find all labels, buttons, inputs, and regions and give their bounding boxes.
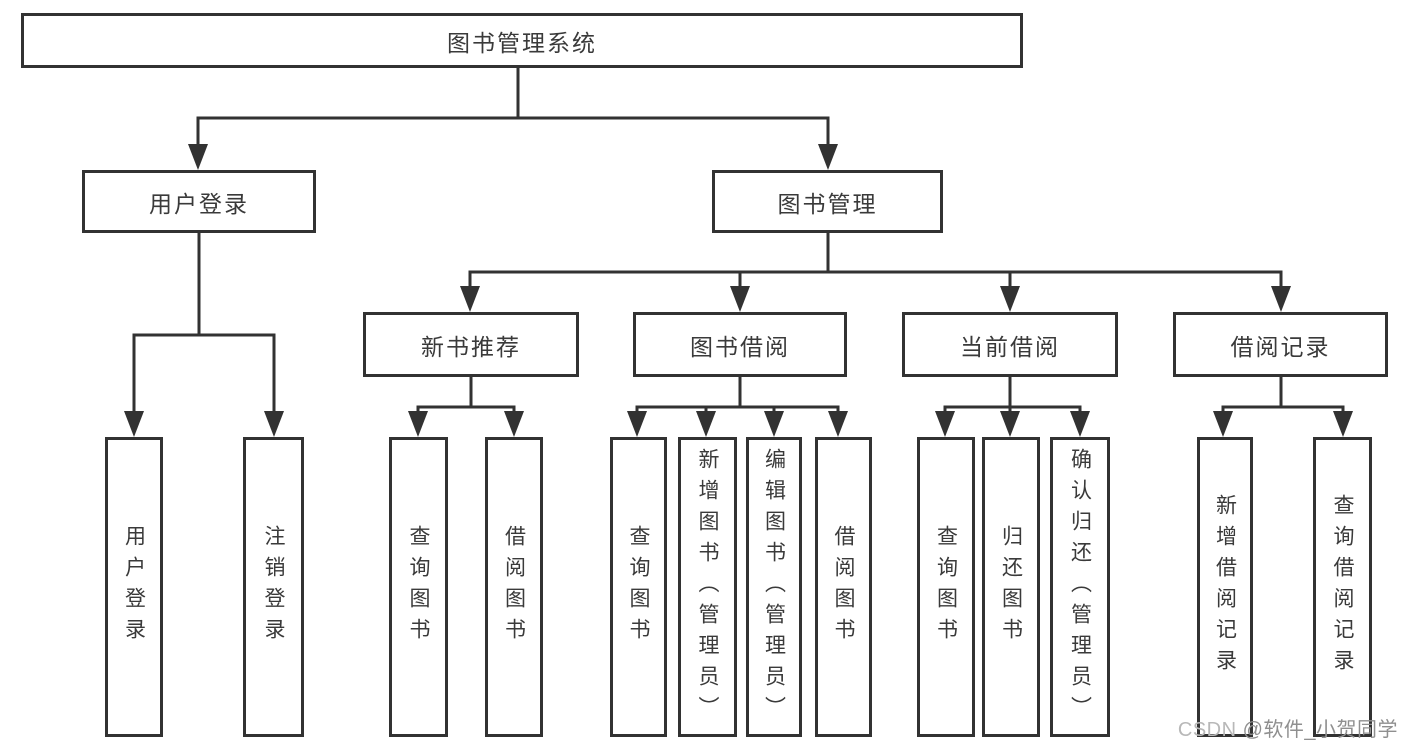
node-borrow-records-label: 借阅记录 <box>1230 333 1331 360</box>
leaf-query-books-current-label: 查询图书 <box>934 525 958 649</box>
watermark-author: @软件_小贺同学 <box>1242 719 1398 741</box>
leaf-user-login: 用户登录 <box>105 437 163 737</box>
leaf-query-books-recommend-label: 查询图书 <box>407 525 430 649</box>
watermark-site: CSDN <box>1177 719 1237 741</box>
watermark: CSDN@软件_小贺同学 <box>1178 713 1398 742</box>
node-current-borrow-label: 当前借阅 <box>960 333 1060 360</box>
branch-root <box>188 68 838 170</box>
leaf-edit-book-admin: 编辑图书（管理员） <box>746 437 802 737</box>
leaf-edit-book-admin-label: 编辑图书（管理员） <box>762 447 786 727</box>
node-current-borrow: 当前借阅 <box>902 312 1118 377</box>
branch-borrow-records <box>1213 377 1353 437</box>
leaf-return-book: 归还图书 <box>982 437 1040 737</box>
leaf-return-book-label: 归还图书 <box>999 525 1023 649</box>
node-root-system: 图书管理系统 <box>21 13 1023 68</box>
leaf-query-books-recommend: 查询图书 <box>389 437 448 737</box>
node-user-login-label: 用户登录 <box>149 190 249 217</box>
node-book-borrow-label: 图书借阅 <box>690 333 790 360</box>
leaf-confirm-return-admin-label: 确认归还（管理员） <box>1068 447 1092 727</box>
branch-new-book-recommend <box>408 377 524 437</box>
node-user-login: 用户登录 <box>82 170 316 233</box>
node-new-book-recommend-label: 新书推荐 <box>421 333 521 360</box>
leaf-add-borrow-record-label: 新增借阅记录 <box>1213 494 1237 680</box>
leaf-query-books-current: 查询图书 <box>917 437 975 737</box>
leaf-add-borrow-record: 新增借阅记录 <box>1197 437 1253 737</box>
leaf-borrow-books-recommend: 借阅图书 <box>485 437 543 737</box>
leaf-query-books-borrow-label: 查询图书 <box>627 525 650 649</box>
node-book-borrow: 图书借阅 <box>633 312 847 377</box>
leaf-query-books-borrow: 查询图书 <box>610 437 667 737</box>
leaf-confirm-return-admin: 确认归还（管理员） <box>1050 437 1110 737</box>
leaf-add-book-admin: 新增图书（管理员） <box>678 437 737 737</box>
node-book-management: 图书管理 <box>712 170 943 233</box>
node-book-management-label: 图书管理 <box>777 190 878 217</box>
branch-book-management <box>460 233 1291 312</box>
branch-current-borrow <box>935 377 1090 437</box>
leaf-query-borrow-record-label: 查询借阅记录 <box>1331 494 1354 680</box>
node-new-book-recommend: 新书推荐 <box>363 312 579 377</box>
leaf-borrow-books-borrow: 借阅图书 <box>815 437 872 737</box>
node-root-label: 图书管理系统 <box>447 29 597 56</box>
branch-book-borrow <box>627 377 848 437</box>
leaf-borrow-books-recommend-label: 借阅图书 <box>502 525 526 649</box>
leaf-user-login-label: 用户登录 <box>122 525 146 649</box>
leaf-logout-label: 注销登录 <box>262 525 285 649</box>
node-borrow-records: 借阅记录 <box>1173 312 1388 377</box>
leaf-logout: 注销登录 <box>243 437 304 737</box>
leaf-query-borrow-record: 查询借阅记录 <box>1313 437 1372 737</box>
leaf-add-book-admin-label: 新增图书（管理员） <box>696 447 719 727</box>
branch-user-login <box>124 233 284 437</box>
leaf-borrow-books-borrow-label: 借阅图书 <box>832 525 855 649</box>
